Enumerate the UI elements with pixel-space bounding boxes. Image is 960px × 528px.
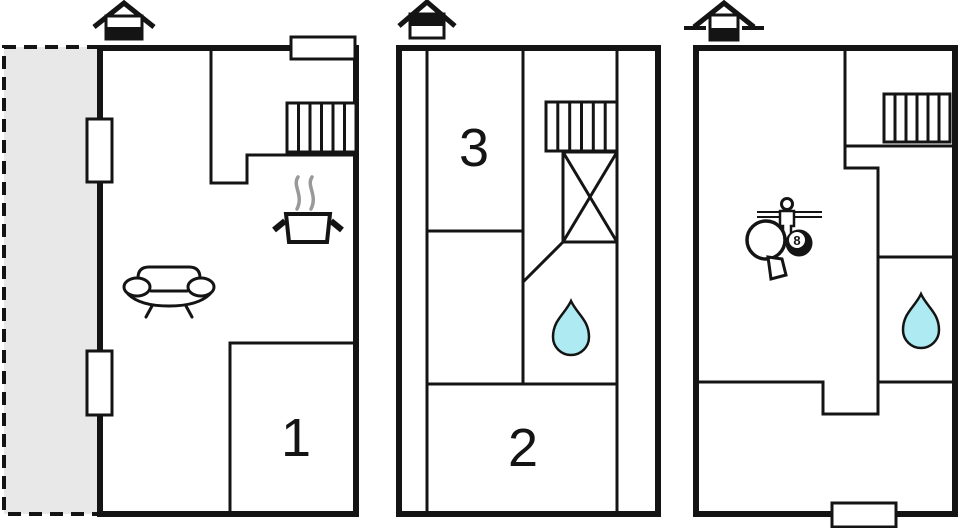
stairs-icon [882, 92, 952, 144]
terrace-dashed-border [2, 45, 100, 516]
steam-line [308, 175, 316, 211]
table-tennis-icon [745, 219, 788, 281]
sofa-icon [122, 265, 216, 319]
shaft-icon [561, 150, 619, 244]
sofa-armrest [122, 276, 152, 298]
sofa-back [136, 265, 202, 289]
window-icon [289, 35, 357, 61]
pot-body [283, 212, 333, 244]
steaming-pot-icon [272, 175, 344, 244]
floor-plan-upper: 3 2 [396, 0, 661, 517]
kitchen-wall [209, 48, 356, 185]
ball-circle [789, 232, 805, 248]
paddle-handle [766, 255, 788, 281]
paddle-blade [745, 219, 787, 261]
outer-wall [396, 45, 661, 517]
outer-wall [97, 45, 359, 517]
room-1-wall [228, 341, 356, 514]
foosball-player-head [780, 197, 794, 211]
level-marker [410, 14, 444, 26]
hall-wall [696, 48, 880, 416]
pot-handle [329, 218, 344, 233]
house-basement-level-icon [684, 0, 764, 42]
stairs-icon [544, 100, 619, 153]
roof-line [397, 0, 457, 28]
floor-plan-ground: 1 [2, 0, 359, 517]
house-ground-level-icon [92, 0, 156, 41]
stairs-treads [297, 103, 346, 152]
stairs-icon [285, 101, 358, 154]
water-drop-icon [901, 291, 941, 350]
outer-wall [693, 45, 958, 517]
sofa-leg [144, 304, 154, 319]
steam-line [294, 175, 302, 211]
game-room-icons: 8 [745, 197, 822, 281]
room-label-1: 1 [281, 408, 311, 468]
sofa-armrest [186, 276, 216, 298]
level-marker [710, 28, 738, 40]
roof-line [692, 0, 756, 29]
floor-plan-basement: 8 [684, 0, 958, 528]
room-label-3: 3 [459, 118, 489, 178]
sofa-leg [184, 304, 194, 319]
water-drop-icon [551, 298, 591, 357]
terrace-area [4, 47, 100, 514]
entrance-door-icon [830, 501, 898, 528]
eight-ball-icon: 8 [785, 229, 813, 257]
ball-number: 8 [793, 233, 800, 248]
window-icon [85, 117, 114, 184]
house-upper-level-icon [397, 0, 457, 40]
stairs-treads [556, 102, 607, 151]
stairs-treads [893, 94, 941, 142]
roof-line [92, 0, 156, 29]
level-marker [106, 27, 142, 39]
room-label-2: 2 [508, 418, 538, 478]
window-icon [85, 349, 114, 417]
bathroom-diagonal-wall [521, 240, 565, 284]
shaft-cross [561, 151, 619, 243]
sofa-seat-front [126, 292, 212, 308]
pot-handle [272, 218, 287, 233]
